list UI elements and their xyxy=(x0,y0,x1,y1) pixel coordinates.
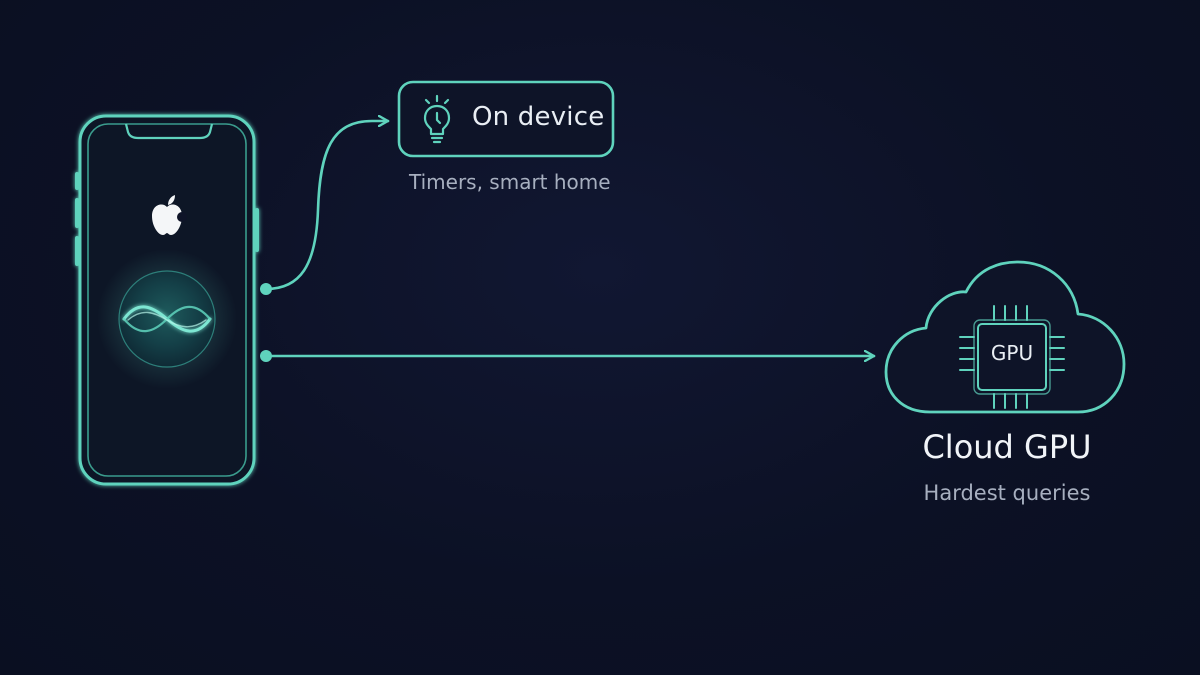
on-device-route-arrow xyxy=(260,121,390,295)
cloud-icon xyxy=(884,260,1126,414)
lightbulb-timer-icon xyxy=(423,94,451,144)
on-device-caption: Timers, smart home xyxy=(409,170,611,194)
on-device-label: On device xyxy=(472,102,605,132)
siri-orb-icon xyxy=(97,249,237,389)
gpu-chip-label: GPU xyxy=(990,341,1034,365)
apple-logo-icon xyxy=(152,195,187,235)
gpu-chip-icon xyxy=(959,305,1065,409)
cloud-route-arrow xyxy=(260,350,876,362)
cloud-gpu-caption: Hardest queries xyxy=(923,481,1091,505)
on-device-box xyxy=(397,80,615,158)
cloud-gpu-title: Cloud GPU xyxy=(922,428,1092,466)
